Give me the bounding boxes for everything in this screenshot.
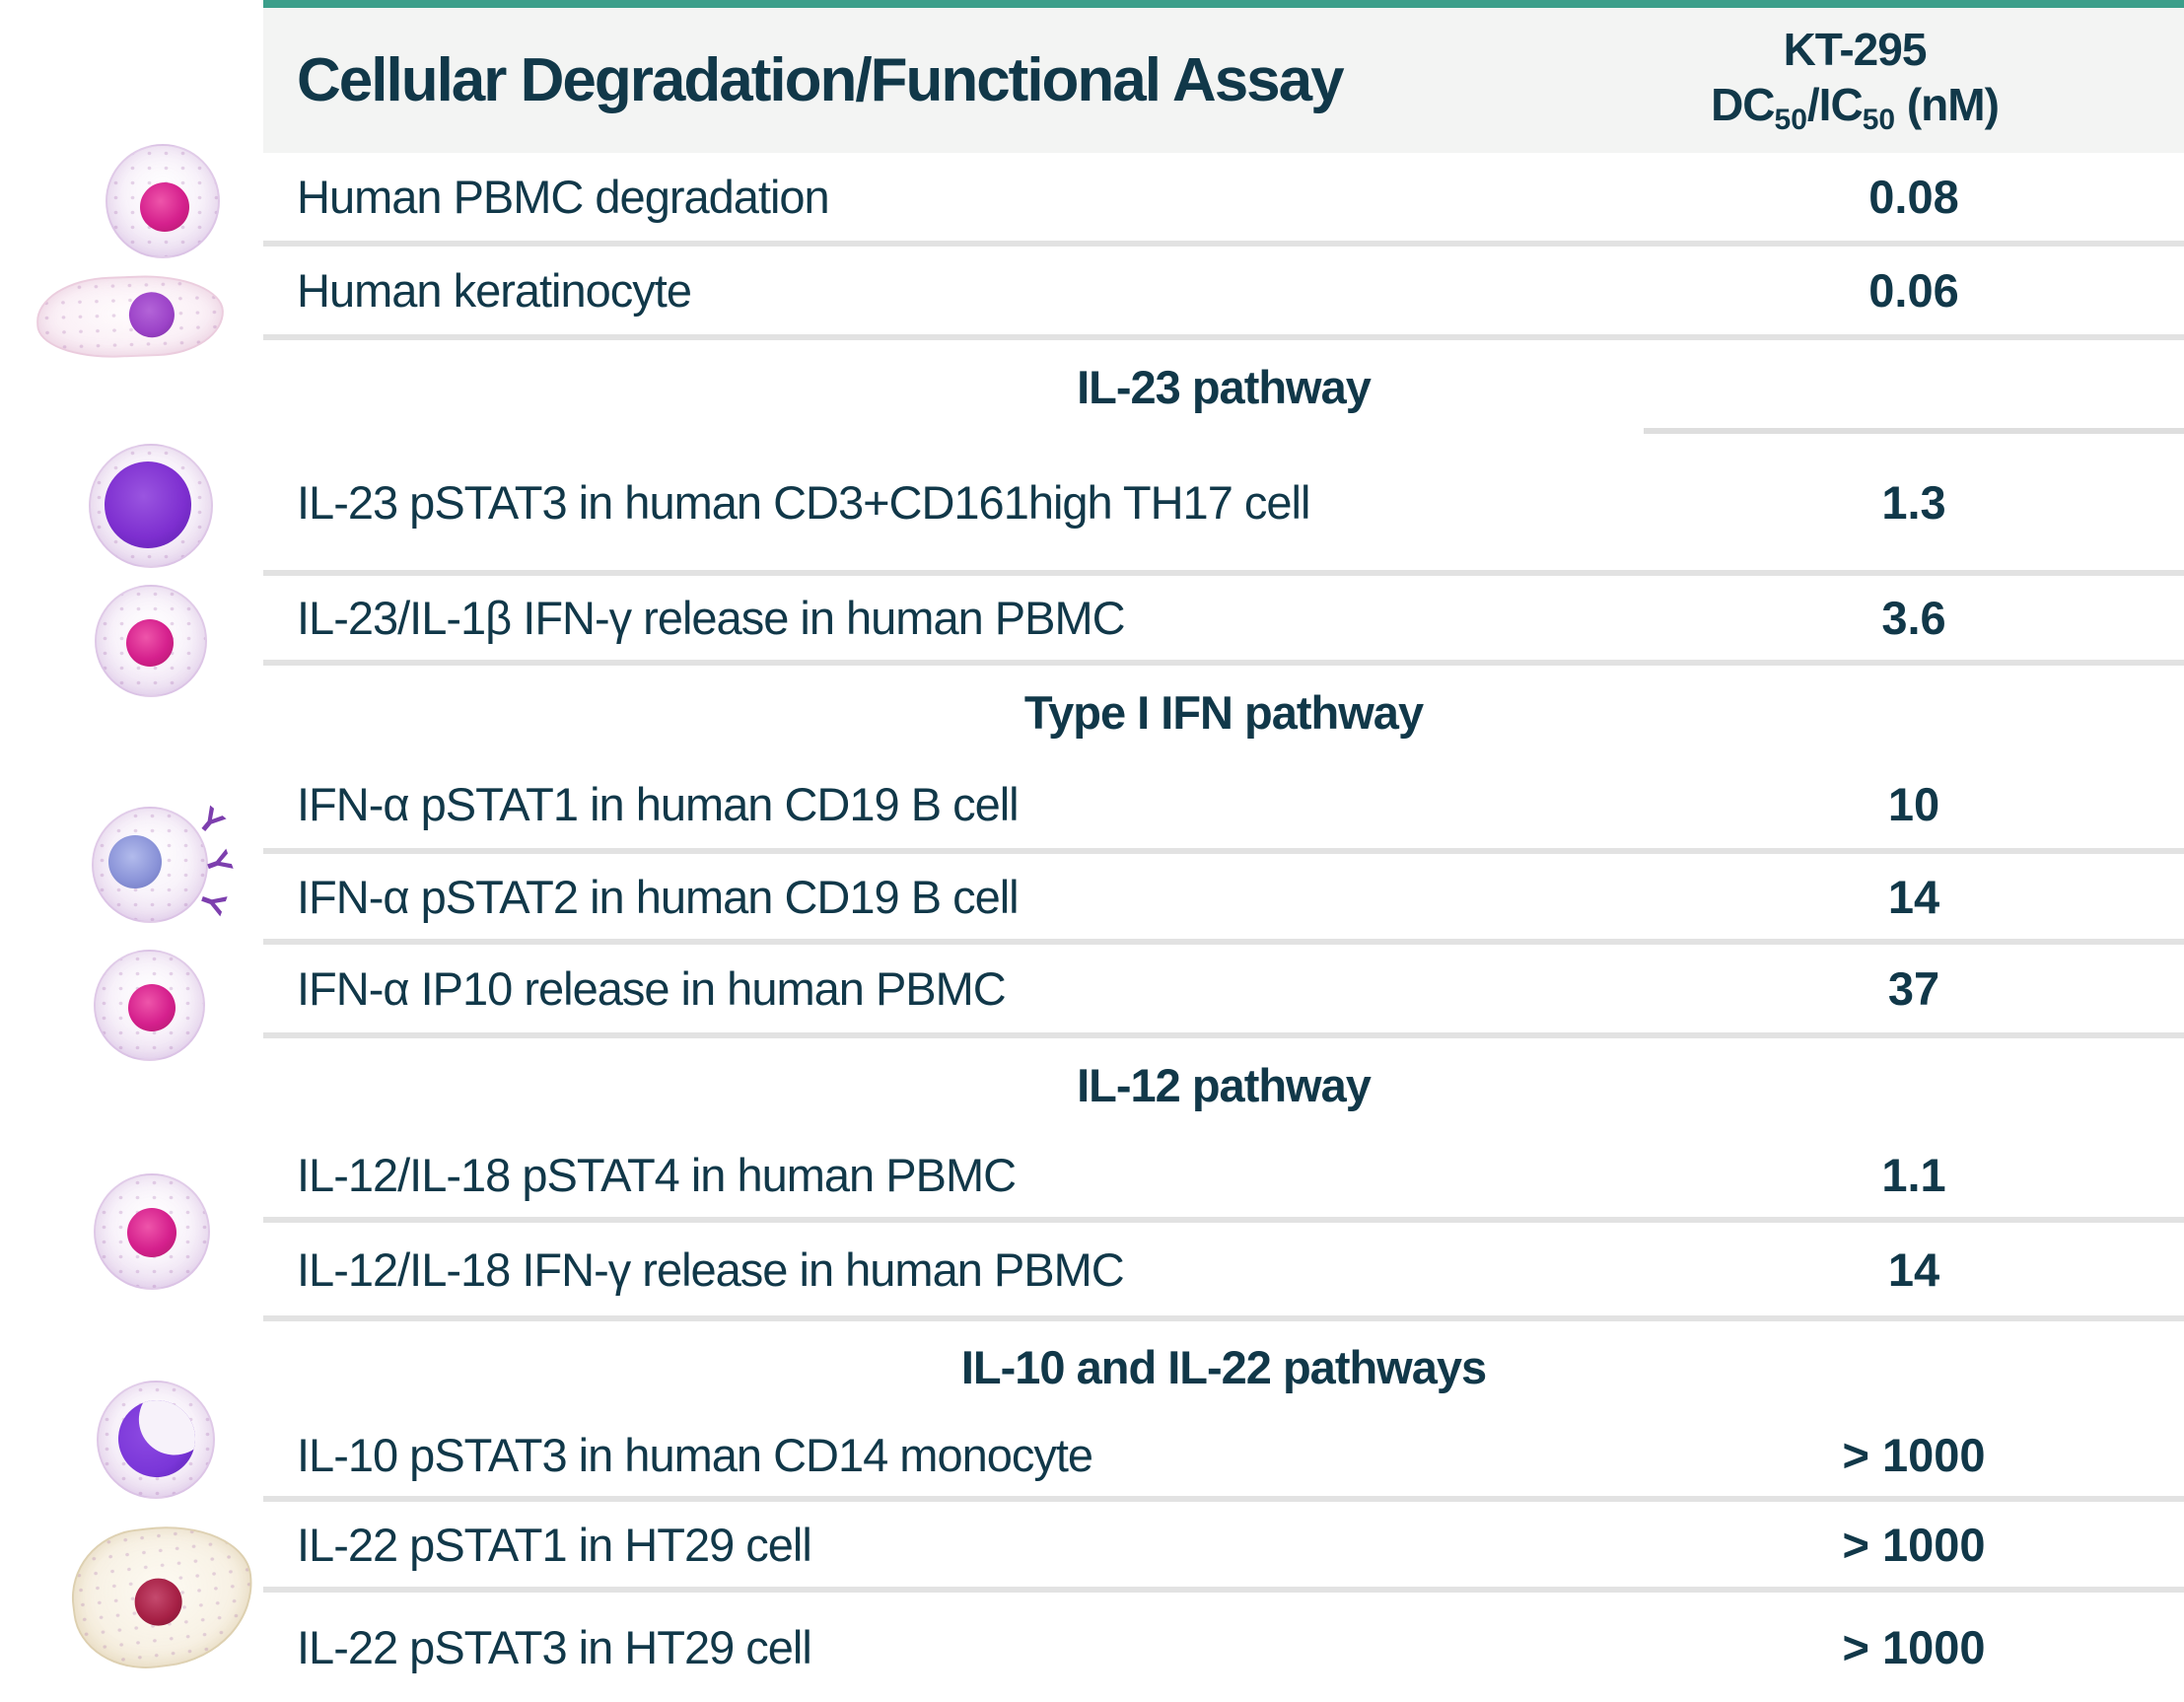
assay-label: IL-10 pSTAT3 in human CD14 monocyte xyxy=(297,1428,1093,1481)
table-row: IL-10 pSTAT3 in human CD14 monocyte > 10… xyxy=(263,1413,2184,1502)
assay-label: IL-12/IL-18 IFN-γ release in human PBMC xyxy=(297,1242,1125,1296)
table-title: Cellular Degradation/Functional Assay xyxy=(297,46,1345,114)
compound-name: KT-295 xyxy=(1783,24,1928,76)
lavender-nucleus xyxy=(108,835,162,888)
monocyte-cell-icon xyxy=(97,1381,215,1499)
b-cell-icon: Y Y Y xyxy=(92,800,240,923)
section-header-il12: IL-12 pathway xyxy=(263,1038,2184,1132)
table-row: IL-23 pSTAT3 in human CD3+CD161high TH17… xyxy=(263,434,2184,576)
assay-label: Human keratinocyte xyxy=(297,264,692,317)
table-row: IFN-α pSTAT2 in human CD19 B cell 14 xyxy=(263,854,2184,945)
metric-label: DC50/IC50 (nM) xyxy=(1711,79,2000,137)
assay-value: 0.06 xyxy=(1868,264,1959,317)
table-row: IL-23/IL-1β IFN-γ release in human PBMC … xyxy=(263,576,2184,666)
value-column-rule xyxy=(1644,428,2184,434)
assay-value: 14 xyxy=(1887,1242,1940,1296)
pink-nucleus xyxy=(127,1208,176,1257)
assay-value: 1.3 xyxy=(1881,475,1946,529)
antibody-icon: Y xyxy=(190,885,235,920)
table-row: IL-12/IL-18 pSTAT4 in human PBMC 1.1 xyxy=(263,1132,2184,1223)
assay-value: > 1000 xyxy=(1842,1518,1986,1571)
assay-value: 37 xyxy=(1887,962,1940,1015)
assay-value: 10 xyxy=(1887,777,1940,830)
section-header-il23: IL-23 pathway xyxy=(263,340,2184,434)
assay-value: 14 xyxy=(1887,870,1940,923)
assay-label: IL-23/IL-1β IFN-γ release in human PBMC xyxy=(297,592,1126,644)
assay-label: IL-23 pSTAT3 in human CD3+CD161high TH17… xyxy=(297,475,1310,529)
assay-label: IFN-α pSTAT2 in human CD19 B cell xyxy=(297,870,1020,923)
antibody-icon: Y xyxy=(189,800,232,843)
pink-nucleus xyxy=(140,182,189,232)
table-row: Human keratinocyte 0.06 xyxy=(263,247,2184,340)
antibody-icon: Y xyxy=(196,845,241,881)
pbmc-cell-icon xyxy=(94,950,205,1061)
accent-top-bar xyxy=(263,0,2184,8)
table-row: IL-22 pSTAT1 in HT29 cell > 1000 xyxy=(263,1502,2184,1593)
assay-value: 3.6 xyxy=(1881,592,1946,644)
column-header-kt295: KT-295 DC50/IC50 (nM) xyxy=(1644,22,2184,139)
assay-label: IL-22 pSTAT3 in HT29 cell xyxy=(297,1621,812,1673)
ht29-cell-icon xyxy=(64,1516,261,1677)
table-row: IL-12/IL-18 IFN-γ release in human PBMC … xyxy=(263,1223,2184,1321)
assay-table: Cellular Degradation/Functional Assay KT… xyxy=(263,0,2184,1702)
section-label: IL-23 pathway xyxy=(1077,361,1372,413)
th17-cell-icon xyxy=(89,444,213,568)
purple-nucleus xyxy=(105,461,191,548)
pbmc-cell-icon xyxy=(95,585,207,697)
assay-label: Human PBMC degradation xyxy=(297,171,830,223)
assay-label: IFN-α pSTAT1 in human CD19 B cell xyxy=(297,777,1020,830)
table-header: Cellular Degradation/Functional Assay KT… xyxy=(263,8,2184,153)
assay-value: 1.1 xyxy=(1881,1148,1946,1201)
keratinocyte-cell-icon xyxy=(35,272,226,361)
assay-label: IL-12/IL-18 pSTAT4 in human PBMC xyxy=(297,1148,1017,1201)
assay-label: IFN-α IP10 release in human PBMC xyxy=(297,962,1007,1015)
pink-nucleus xyxy=(128,984,176,1031)
table-row: Human PBMC degradation 0.08 xyxy=(263,153,2184,247)
assay-value: > 1000 xyxy=(1842,1621,1986,1673)
assay-value: > 1000 xyxy=(1842,1428,1986,1481)
pbmc-cell-icon xyxy=(106,144,220,258)
assay-label: IL-22 pSTAT1 in HT29 cell xyxy=(297,1518,812,1571)
table-row: IFN-α IP10 release in human PBMC 37 xyxy=(263,945,2184,1038)
section-label: Type I IFN pathway xyxy=(1023,686,1424,739)
table-row: IFN-α pSTAT1 in human CD19 B cell 10 xyxy=(263,759,2184,854)
assay-value: 0.08 xyxy=(1868,171,1959,223)
pbmc-cell-icon xyxy=(94,1173,210,1290)
section-header-type1-ifn: Type I IFN pathway xyxy=(263,666,2184,759)
section-label: IL-10 and IL-22 pathways xyxy=(960,1341,1487,1393)
section-header-il10-il22: IL-10 and IL-22 pathways xyxy=(263,1321,2184,1413)
table-row: IL-22 pSTAT3 in HT29 cell > 1000 xyxy=(263,1593,2184,1702)
pink-nucleus xyxy=(126,619,174,667)
section-label: IL-12 pathway xyxy=(1077,1059,1372,1111)
